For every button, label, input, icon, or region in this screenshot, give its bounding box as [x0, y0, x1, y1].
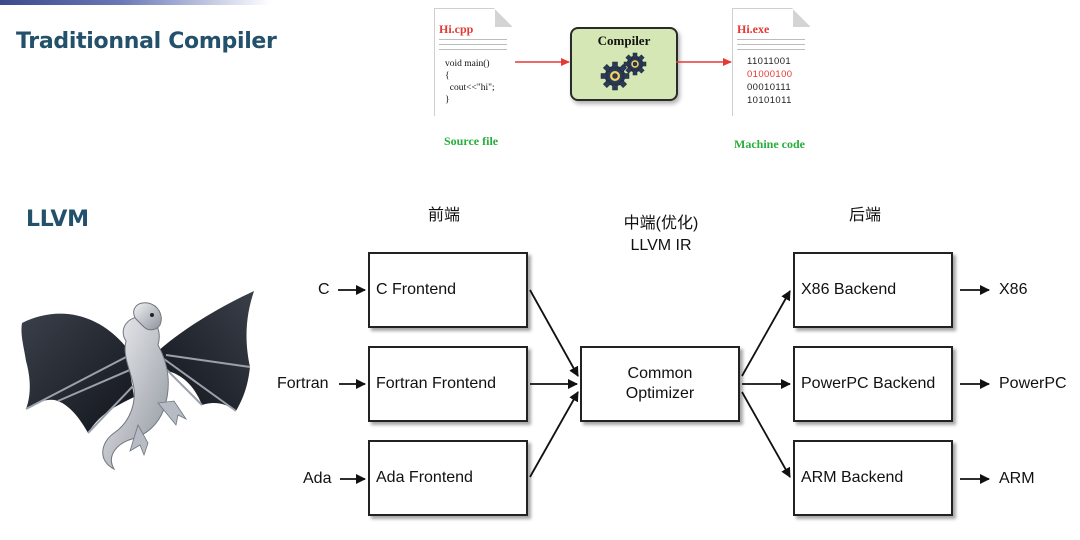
code-line: cout<<"hi"; [445, 83, 495, 93]
backend-box: ARM Backend [793, 440, 953, 516]
middle-subheader: LLVM IR [630, 237, 692, 254]
bits-line: 00010111 [747, 82, 792, 93]
backend-box: PowerPC Backend [793, 346, 953, 422]
arrow-optimizer-to-x86 [741, 290, 791, 377]
machine-code-document: Hi.exe 11011001 01000100 00010111 101010… [732, 8, 810, 116]
code-line: } [445, 95, 450, 105]
frontend-header: 前端 [427, 207, 460, 224]
backend-header: 后端 [848, 207, 881, 224]
frontend-box: C Frontend [368, 252, 528, 328]
machine-filename: Hi.exe [737, 22, 770, 36]
frontend-box: Ada Frontend [368, 440, 528, 516]
machine-code-bits: 11011001 01000100 00010111 10101011 [747, 55, 792, 107]
source-code: void main() { cout<<"hi"; } [445, 58, 495, 106]
input-label: Fortran [277, 375, 329, 392]
traditional-compiler-title: Traditionnal Compiler [16, 29, 277, 54]
code-line: void main() [445, 59, 490, 69]
input-label: Ada [303, 470, 332, 487]
output-label: ARM [999, 470, 1035, 487]
input-label: C [318, 281, 330, 298]
bits-line: 11011001 [747, 56, 792, 67]
frontend-box: Fortran Frontend [368, 346, 528, 422]
arrow-cfe-to-optimizer [529, 289, 579, 377]
arrow-optimizer-to-arm [741, 391, 791, 478]
compiler-label: Compiler [597, 33, 651, 48]
top-accent-bar [0, 0, 270, 5]
source-file-document: Hi.cpp void main() { cout<<"hi"; } [434, 8, 512, 116]
llvm-title: LLVM [26, 207, 89, 232]
arrow-adafe-to-optimizer [529, 391, 579, 478]
source-file-caption: Source file [444, 134, 499, 148]
output-label: PowerPC [999, 375, 1067, 392]
gears-icon [600, 52, 647, 91]
machine-code-caption: Machine code [734, 137, 805, 151]
backend-box: X86 Backend [793, 252, 953, 328]
code-line: { [445, 71, 450, 81]
compiler-box: Compiler [570, 27, 678, 101]
bits-line: 10101011 [747, 95, 792, 106]
llvm-dragon-logo [21, 291, 254, 471]
middle-header: 中端(优化) [623, 215, 699, 232]
bits-line-highlighted: 01000100 [747, 69, 793, 80]
optimizer-label-line: Optimizer [625, 385, 695, 402]
common-optimizer-box: Common Optimizer [580, 346, 740, 422]
optimizer-label-line: Common [627, 365, 693, 382]
output-label: X86 [999, 281, 1028, 298]
source-filename: Hi.cpp [439, 22, 474, 36]
